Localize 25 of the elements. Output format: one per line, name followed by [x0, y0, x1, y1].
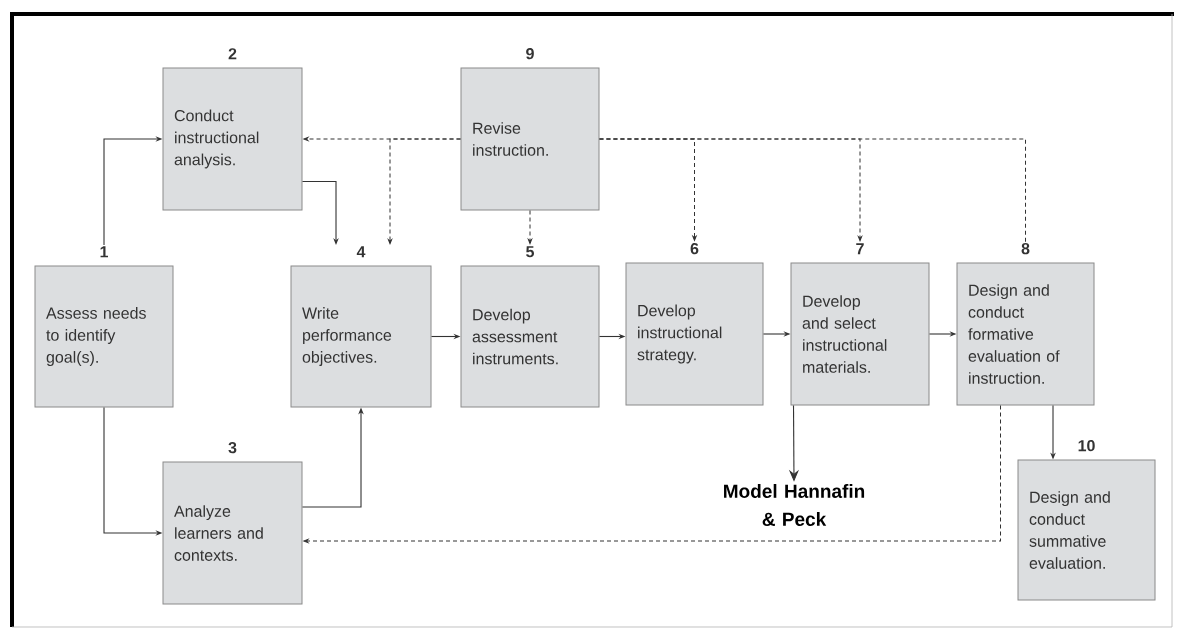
arrow: [599, 138, 863, 242]
process-box: Assess needs to identify goal(s).: [34, 265, 174, 408]
step-number: 5: [526, 246, 534, 258]
step-number: 4: [356, 246, 366, 258]
process-box: Develop instructional strategy.: [625, 262, 764, 406]
process-box: Design and conduct summative evaluation.: [1017, 459, 1156, 601]
step-number: 7: [856, 243, 864, 255]
process-box: Design and conduct formative evaluation of instruction.: [956, 262, 1095, 406]
model-label: Model Hannafin & Peck: [724, 484, 865, 526]
step-number: 10: [1078, 440, 1095, 452]
step-number: 1: [100, 246, 108, 258]
process-box: Conduct instructional analysis.: [162, 67, 303, 211]
arrow: [303, 405, 1001, 544]
process-box: Write performance objectives.: [290, 265, 432, 408]
process-box: Develop assessment instruments.: [460, 265, 600, 408]
step-number: 2: [228, 48, 237, 60]
arrow: [527, 210, 533, 245]
process-box: Develop and select instructional materials.: [790, 262, 930, 406]
arrow: [387, 138, 461, 245]
step-number: 6: [690, 242, 699, 255]
process-box: Revise instruction.: [460, 67, 600, 211]
step-number: 3: [228, 441, 237, 454]
process-box: Analyze learners and contexts.: [162, 461, 303, 605]
step-number: 8: [1021, 242, 1030, 255]
step-number: 9: [526, 47, 534, 60]
